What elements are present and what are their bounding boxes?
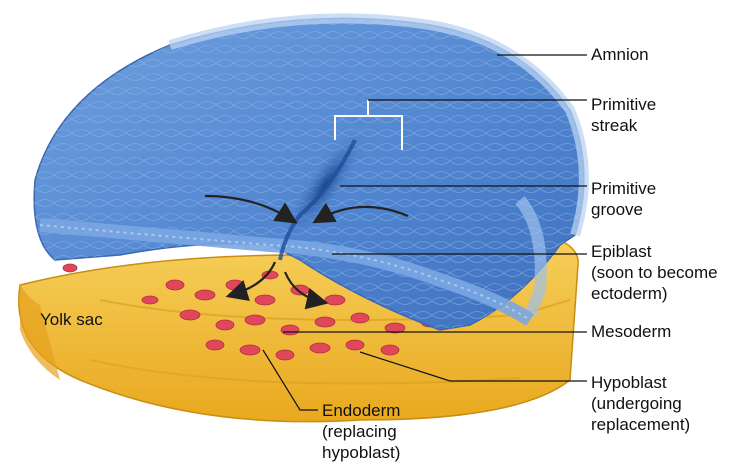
endoderm-label: Endoderm (replacing hypoblast): [322, 400, 400, 463]
epiblast-label: Epiblast (soon to become ectoderm): [591, 241, 718, 304]
primitive-groove-label: Primitive groove: [591, 178, 656, 220]
hypoblast-label: Hypoblast (undergoing replacement): [591, 372, 690, 435]
amnion-label: Amnion: [591, 44, 649, 65]
mesoderm-label: Mesoderm: [591, 321, 671, 342]
primitive-streak-label: Primitive streak: [591, 94, 656, 136]
yolk-sac-label: Yolk sac: [40, 310, 103, 329]
